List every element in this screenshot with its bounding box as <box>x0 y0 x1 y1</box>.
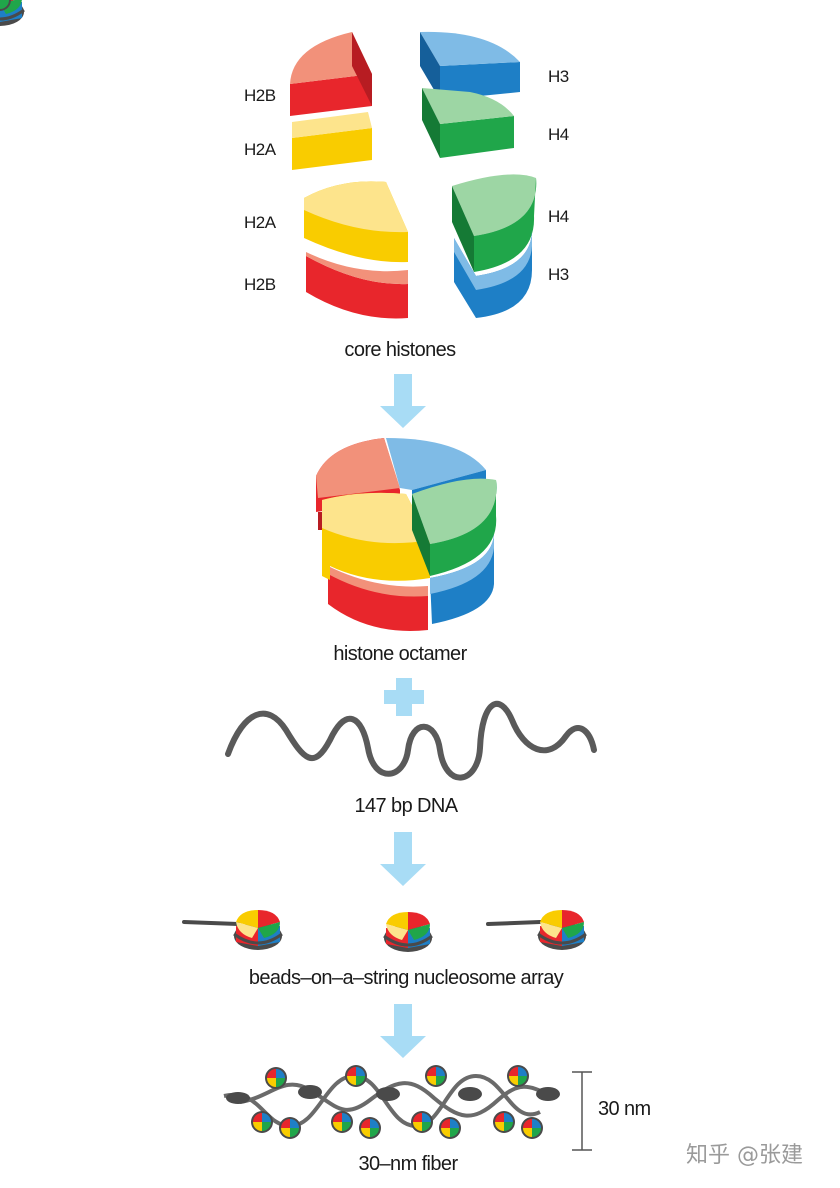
scale-label: 30 nm <box>598 1098 651 1120</box>
label-h3-bottom: H3 <box>548 265 569 284</box>
histone-h4-bottom-piece <box>452 174 537 272</box>
arrow-down-icon <box>380 374 426 428</box>
label-h4-bottom: H4 <box>548 207 569 226</box>
label-h4-top: H4 <box>548 125 569 144</box>
label-h3-top: H3 <box>548 67 569 86</box>
watermark: 知乎 @张建 <box>686 1143 803 1168</box>
label-h2a-bottom: H2A <box>244 213 277 232</box>
histone-h3-top-piece <box>420 31 520 100</box>
histone-h2a-bottom-piece <box>304 181 408 263</box>
caption-core-histones: core histones <box>344 339 456 361</box>
histone-h2b-top-piece <box>290 32 372 116</box>
dna-strand <box>225 700 597 781</box>
histone-h2a-top-piece <box>292 112 372 170</box>
fiber-nucleosome <box>0 0 11 11</box>
histone-h4-top-piece <box>422 88 514 158</box>
histone-h3-bottom-piece <box>454 232 532 318</box>
thirty-nm-fiber <box>0 0 560 1139</box>
label-h2a-top: H2A <box>244 140 277 159</box>
label-h2b-bottom: H2B <box>244 275 276 294</box>
core-histones-group: H2B H2A H3 H4 H2A H2B H4 H3 <box>244 31 569 319</box>
arrow-down-icon <box>380 832 426 886</box>
caption-beads: beads–on–a–string nucleosome array <box>249 967 564 989</box>
histone-h2b-bottom-piece <box>306 252 408 319</box>
caption-histone-octamer: histone octamer <box>333 643 467 665</box>
scale-bar <box>572 1071 592 1151</box>
histone-octamer <box>316 438 497 631</box>
plus-icon <box>384 678 424 716</box>
caption-fiber: 30–nm fiber <box>358 1153 458 1175</box>
arrow-down-icon <box>380 1004 426 1058</box>
caption-dna: 147 bp DNA <box>355 795 459 817</box>
label-h2b-top: H2B <box>244 86 276 105</box>
